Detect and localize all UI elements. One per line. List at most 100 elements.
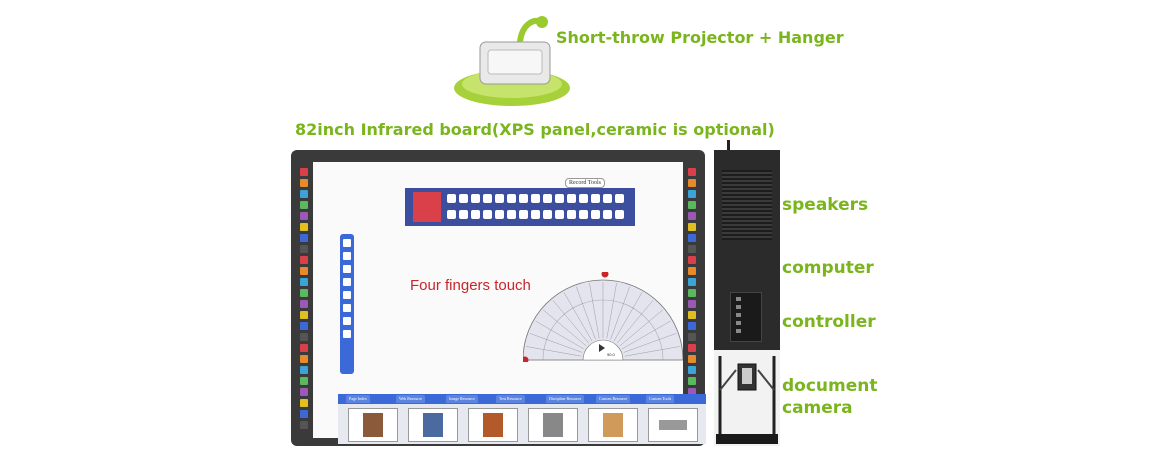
resource-tab[interactable]: Image Resource [446,395,478,403]
tool-icon[interactable] [591,210,600,219]
board-side-button[interactable] [300,355,308,363]
resource-thumbnail[interactable] [648,408,698,442]
tool-icon[interactable] [531,210,540,219]
tool-icon[interactable] [591,194,600,203]
board-side-button[interactable] [688,377,696,385]
resource-tab[interactable]: Custom Tools [646,395,675,403]
tool-icon[interactable] [519,194,528,203]
page-icon[interactable] [343,278,351,286]
tool-icon[interactable] [507,210,516,219]
board-side-button[interactable] [688,245,696,253]
board-side-button[interactable] [300,201,308,209]
board-side-button[interactable] [300,388,308,396]
board-side-button[interactable] [300,234,308,242]
tool-icon[interactable] [507,194,516,203]
board-side-button[interactable] [688,333,696,341]
board-side-button[interactable] [688,168,696,176]
resource-tab[interactable]: Discipline Resource [546,395,585,403]
board-side-button[interactable] [688,355,696,363]
resource-thumbnail[interactable] [468,408,518,442]
board-side-button[interactable] [300,311,308,319]
tool-icon[interactable] [579,210,588,219]
tool-icon[interactable] [471,194,480,203]
tool-icon[interactable] [483,210,492,219]
resource-tab[interactable]: Web Resource [396,395,426,403]
tool-icon[interactable] [483,194,492,203]
tool-icon[interactable] [555,210,564,219]
board-side-button[interactable] [688,212,696,220]
board-side-button[interactable] [300,212,308,220]
tool-icon[interactable] [567,194,576,203]
board-side-button[interactable] [688,344,696,352]
board-side-button[interactable] [688,201,696,209]
tool-icon[interactable] [615,194,624,203]
board-side-button[interactable] [300,256,308,264]
tool-icon[interactable] [447,210,456,219]
tool-icon[interactable] [531,194,540,203]
tool-icon[interactable] [343,330,351,338]
board-side-button[interactable] [300,377,308,385]
tool-icon[interactable] [579,194,588,203]
tool-icon[interactable] [543,210,552,219]
tool-icon[interactable] [459,194,468,203]
left-tool-sidebar[interactable] [340,234,354,374]
tool-icon[interactable] [543,194,552,203]
pen-icon[interactable] [343,239,351,247]
board-side-button[interactable] [300,190,308,198]
board-side-button[interactable] [300,410,308,418]
board-side-button[interactable] [688,300,696,308]
resource-thumbnail[interactable] [588,408,638,442]
tool-icon[interactable] [495,210,504,219]
board-side-button[interactable] [688,388,696,396]
board-side-button[interactable] [300,344,308,352]
board-side-button[interactable] [688,190,696,198]
board-side-button[interactable] [300,300,308,308]
board-side-button[interactable] [300,366,308,374]
board-side-button[interactable] [300,333,308,341]
board-side-button[interactable] [688,256,696,264]
board-side-button[interactable] [688,223,696,231]
tool-icon[interactable] [603,194,612,203]
board-side-button[interactable] [300,267,308,275]
page-icon[interactable] [343,265,351,273]
tool-icon[interactable] [555,194,564,203]
board-side-button[interactable] [688,322,696,330]
resource-thumbnail[interactable] [408,408,458,442]
board-side-button[interactable] [300,179,308,187]
tool-icon[interactable] [471,210,480,219]
board-side-button[interactable] [300,168,308,176]
tool-icon[interactable] [447,194,456,203]
tool-icon[interactable] [603,210,612,219]
board-side-button[interactable] [688,234,696,242]
page-icon[interactable] [343,252,351,260]
board-side-button[interactable] [300,289,308,297]
board-side-button[interactable] [688,267,696,275]
board-side-button[interactable] [688,289,696,297]
tool-icon[interactable] [459,210,468,219]
board-side-button[interactable] [300,399,308,407]
board-side-button[interactable] [300,223,308,231]
resource-thumbnail[interactable] [528,408,578,442]
resource-thumbnail[interactable] [348,408,398,442]
board-side-button[interactable] [688,179,696,187]
tool-palette[interactable] [405,188,635,226]
board-side-button[interactable] [300,421,308,429]
page-icon[interactable] [343,291,351,299]
tool-icon[interactable] [495,194,504,203]
board-side-button[interactable] [300,322,308,330]
tool-icon[interactable] [615,210,624,219]
tool-icon[interactable] [567,210,576,219]
tool-icon[interactable] [519,210,528,219]
eraser-icon[interactable] [343,304,351,312]
tool-icon[interactable] [343,317,351,325]
protractor-tool[interactable]: 90.0 [523,272,683,362]
board-side-button[interactable] [300,245,308,253]
left-button-strip [299,168,309,438]
board-side-button[interactable] [300,278,308,286]
board-side-button[interactable] [688,278,696,286]
board-side-button[interactable] [688,366,696,374]
resource-tab[interactable]: Page Index [346,395,370,403]
resource-tab[interactable]: Custom Resource [596,395,631,403]
resource-tab[interactable]: Text Resource [496,395,525,403]
board-side-button[interactable] [688,311,696,319]
